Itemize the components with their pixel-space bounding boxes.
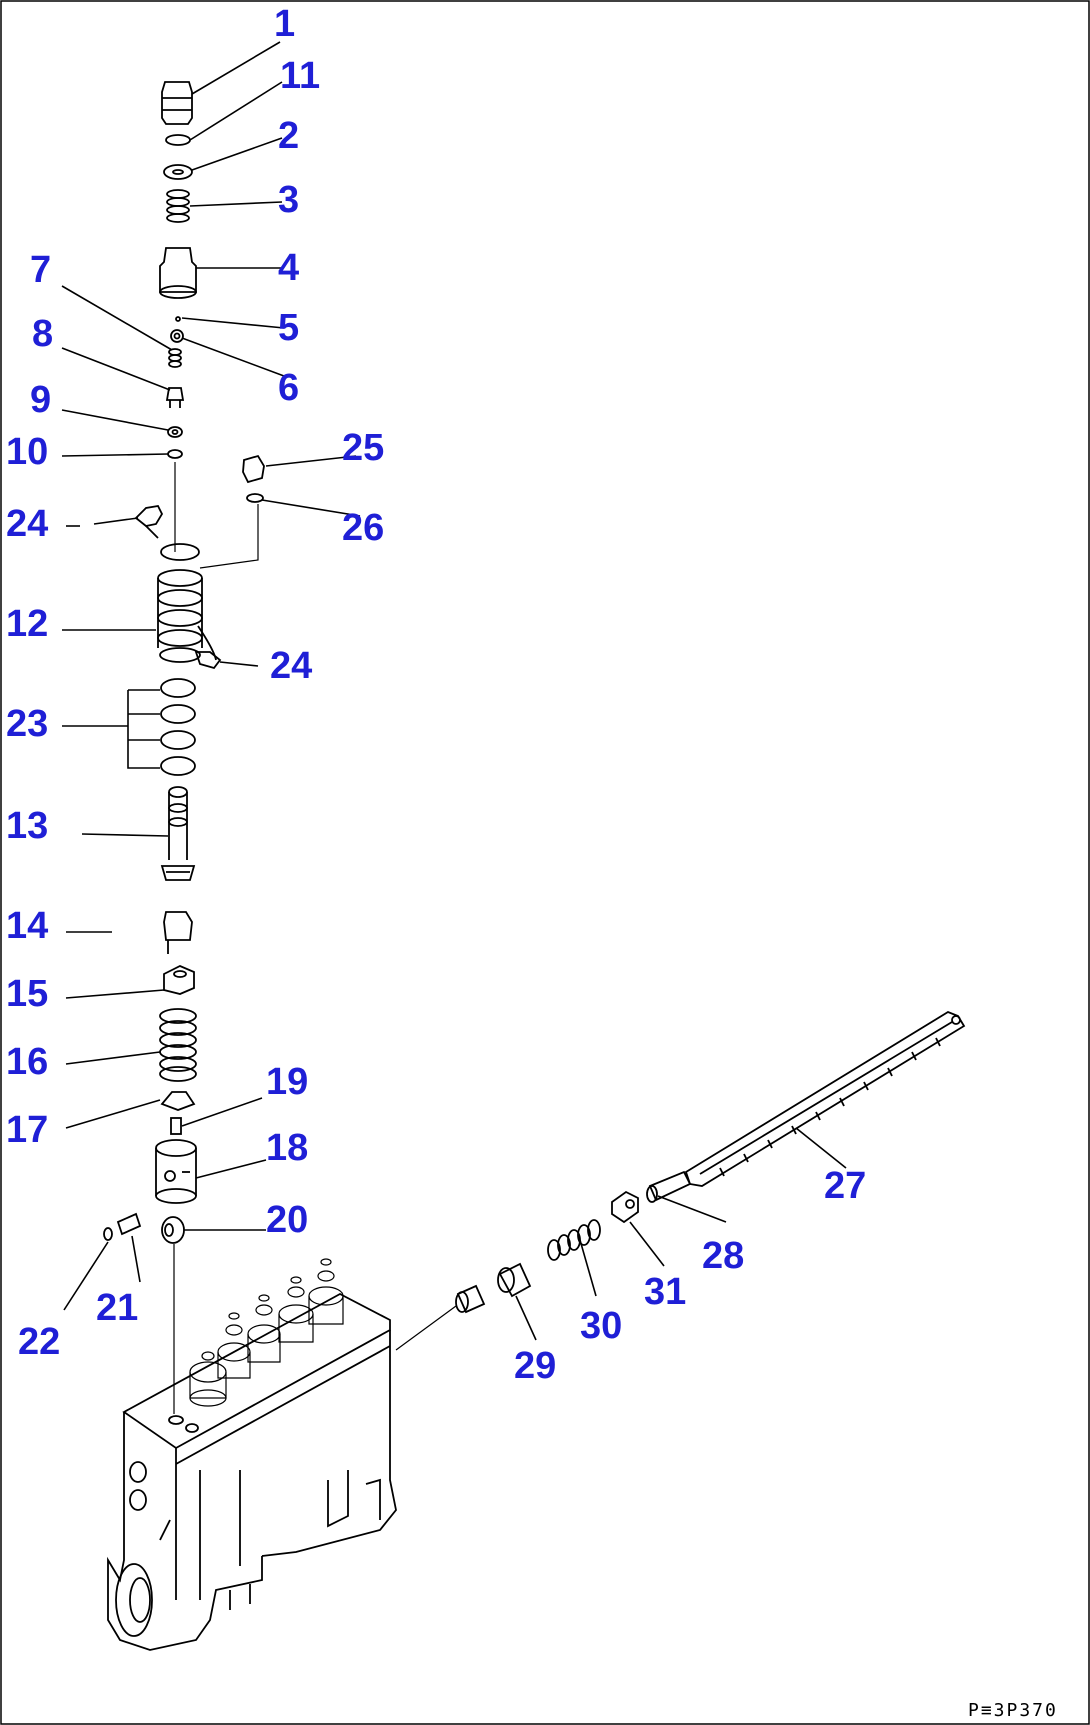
part-30-spring: [547, 1219, 601, 1261]
callout-14: 14: [6, 905, 48, 947]
callout-5: 5: [278, 307, 299, 349]
part-15-control-sleeve: [163, 965, 195, 995]
callout-19: 19: [266, 1061, 308, 1103]
part-21-pin: [116, 1212, 142, 1236]
part-24a-clip: [134, 505, 164, 539]
part-1-delivery-holder: [161, 81, 193, 125]
callout-7: 7: [30, 249, 51, 291]
part-26-washer: [246, 493, 264, 503]
part-9-washer-small: [167, 426, 183, 438]
injection-pump-body: [107, 1258, 397, 1651]
part-31-nut: [611, 1190, 639, 1224]
part-4-valve: [159, 247, 197, 299]
callout-28: 28: [702, 1235, 744, 1277]
part-27-control-rack: [684, 1010, 966, 1187]
part-19-pin: [170, 1117, 182, 1135]
part-18-tappet: [155, 1139, 197, 1204]
callout-8: 8: [32, 313, 53, 355]
callout-13: 13: [6, 805, 48, 847]
drawing-code: P≡3P370: [968, 1700, 1058, 1721]
stud-25-26: [199, 504, 259, 569]
callouts: 1 11 2 3 4 5 6 7 8 9 10 25 24 26 12 24 2…: [6, 3, 866, 1387]
part-25-nut: [242, 454, 265, 484]
callout-9: 9: [30, 379, 51, 421]
callout-25: 25: [342, 427, 384, 469]
part-8-pin: [165, 387, 185, 408]
callout-20: 20: [266, 1199, 308, 1241]
part-2-washer: [163, 164, 193, 180]
callout-15: 15: [6, 973, 48, 1015]
part-5-ball: [175, 316, 181, 322]
callout-21: 21: [96, 1287, 138, 1329]
part-6-gasket: [170, 329, 184, 343]
callout-26: 26: [342, 507, 384, 549]
callout-29: 29: [514, 1345, 556, 1387]
part-28-shaft-end: [646, 1170, 692, 1203]
leader-lines: [61, 41, 847, 1341]
part-14-seat: [163, 911, 193, 954]
callout-30: 30: [580, 1305, 622, 1347]
part-23-o-rings: [160, 678, 196, 776]
axis-rack-to-pump: [395, 1305, 457, 1351]
part-13-plunger: [160, 786, 196, 881]
callout-10: 10: [6, 431, 48, 473]
callout-16: 16: [6, 1041, 48, 1083]
callout-17: 17: [6, 1109, 48, 1151]
part-22-pin-small: [103, 1227, 113, 1241]
callout-24b: 24: [270, 645, 312, 687]
part-20-roller: [161, 1216, 185, 1244]
part-29-bushing: [455, 1262, 532, 1314]
callout-4: 4: [278, 247, 299, 289]
part-3-spring: [166, 189, 190, 223]
callout-1: 1: [274, 3, 295, 45]
callout-18: 18: [266, 1127, 308, 1169]
callout-24a: 24: [6, 503, 48, 545]
callout-2: 2: [278, 115, 299, 157]
part-17-spring-seat: [160, 1091, 196, 1111]
callout-6: 6: [278, 367, 299, 409]
part-24b-clip: [194, 651, 222, 670]
callout-12: 12: [6, 603, 48, 645]
callout-22: 22: [18, 1321, 60, 1363]
callout-11: 11: [280, 55, 320, 97]
part-11-ring: [165, 134, 191, 146]
callout-3: 3: [278, 179, 299, 221]
part-10-ring-small: [167, 449, 183, 459]
part-12-sleeve: [157, 543, 217, 663]
part-16-plunger-spring: [159, 1008, 197, 1082]
callout-23: 23: [6, 703, 48, 745]
callout-27: 27: [824, 1165, 866, 1207]
callout-31: 31: [644, 1271, 686, 1313]
part-7-spring-small: [168, 348, 182, 368]
